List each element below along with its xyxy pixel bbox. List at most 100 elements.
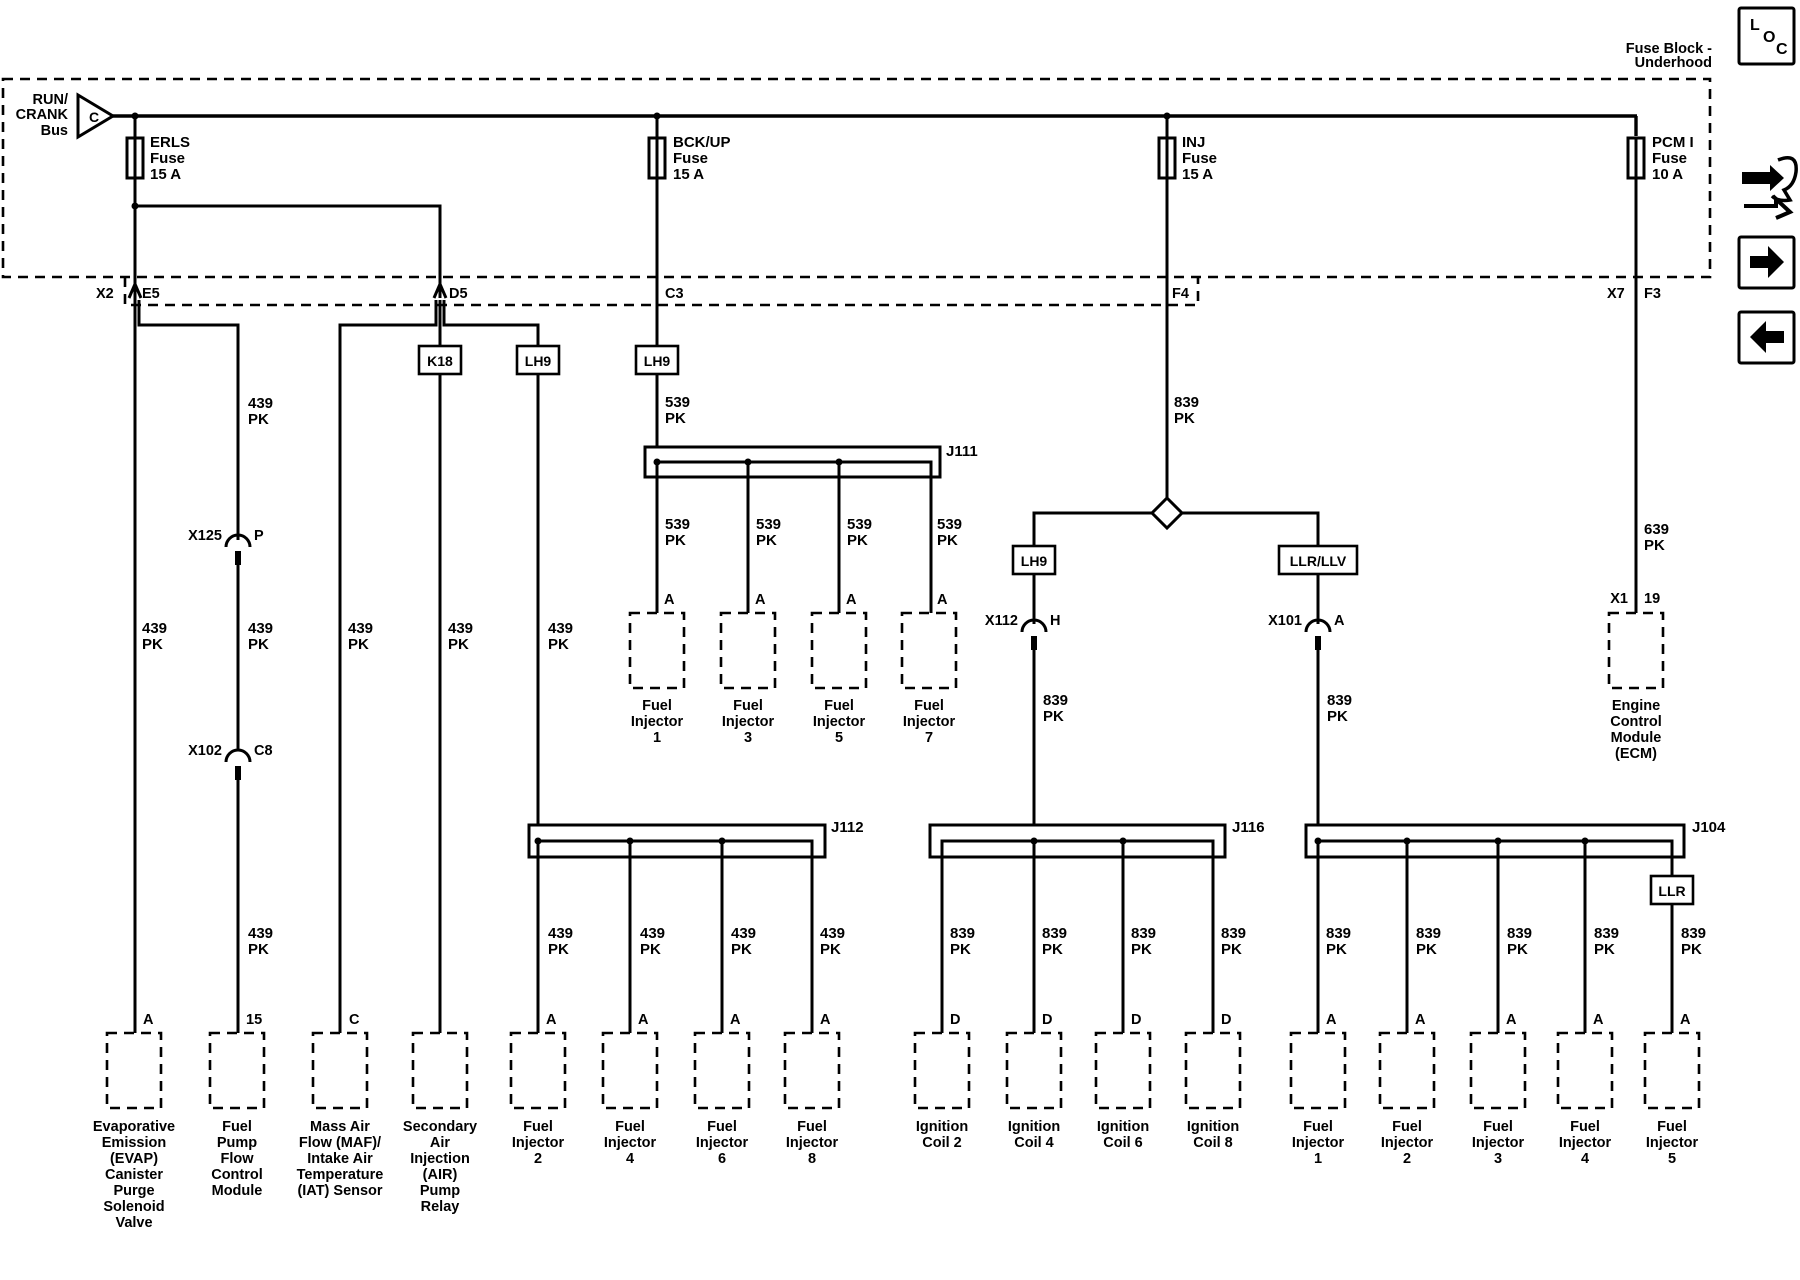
wire-color: PK: [1644, 537, 1665, 554]
component-label: Ignition: [1187, 1119, 1239, 1135]
loc-letter-l: L: [1750, 17, 1760, 34]
pin-label: A: [143, 1012, 154, 1028]
component-label: Evaporative: [93, 1119, 175, 1135]
component-evap-solenoid: A Evaporative Emission (EVAP) Canister P…: [93, 1012, 175, 1231]
component-label: Flow (MAF)/: [299, 1135, 381, 1151]
wire-fuel-pump: [137, 300, 240, 540]
pin-label: A: [846, 592, 857, 608]
wire-code: 839: [1042, 925, 1067, 942]
splice-j104-label: J104: [1692, 819, 1726, 836]
terminal-c3: C3: [665, 286, 684, 302]
terminal-x2: X2: [96, 286, 114, 302]
terminal-d5: D5: [449, 286, 468, 302]
x112-female: [1020, 618, 1048, 633]
wire-code: 539: [847, 516, 872, 533]
component-label: Pump: [420, 1183, 460, 1199]
component-label: Fuel: [642, 698, 672, 714]
component-fuel-injector-4: A Fuel Injector 4: [601, 1012, 659, 1167]
wire-color: PK: [1327, 708, 1348, 725]
pin-label: D: [1131, 1012, 1141, 1028]
run-crank-bus: RUN/ CRANK Bus C: [16, 92, 1638, 140]
previous-page-button[interactable]: [1737, 310, 1796, 365]
component-label: Air: [430, 1135, 451, 1151]
wire-color: PK: [1131, 941, 1152, 958]
split-diamond: [1149, 495, 1185, 531]
wire-color: PK: [665, 532, 686, 549]
fuse-bckup-rating: 15 A: [673, 166, 704, 183]
component-fuel-injector-3-top: A Fuel Injector 3: [719, 592, 777, 746]
component-label: Injector: [722, 714, 775, 730]
component-label: Injector: [1472, 1135, 1525, 1151]
component-fuel-injector-7-top: A Fuel Injector 7: [900, 592, 958, 746]
component-label: Injector: [1381, 1135, 1434, 1151]
component-label: 2: [1403, 1151, 1411, 1167]
fuse-block-title-1: Fuse Block -: [1626, 41, 1712, 57]
component-fuel-pump-flow-control-module: 15 Fuel Pump Flow Control Module: [208, 1012, 266, 1199]
wire-j112-feed: [442, 300, 540, 825]
wire-color: PK: [1681, 941, 1702, 958]
component-air-pump-relay: Secondary Air Injection (AIR) Pump Relay: [403, 1031, 477, 1215]
component-label: Fuel: [222, 1119, 252, 1135]
component-fuel-injector-3-bottom: A Fuel Injector 3: [1469, 1012, 1527, 1167]
wire-code: 839: [1416, 925, 1441, 942]
component-label: Fuel: [1303, 1119, 1333, 1135]
fuse-pcm-rating: 10 A: [1652, 166, 1683, 183]
pin-label: A: [546, 1012, 557, 1028]
wire-color: PK: [665, 410, 686, 427]
component-fuel-injector-4-bottom: A Fuel Injector 4: [1556, 1012, 1614, 1167]
fuse-pcm-label: Fuse: [1652, 150, 1687, 167]
x112-pin: H: [1050, 613, 1060, 629]
wire-color: PK: [348, 636, 369, 653]
component-label: Intake Air: [307, 1151, 373, 1167]
arrow-left-icon: [1750, 321, 1784, 353]
connector-end-view-icon[interactable]: [1742, 156, 1798, 220]
location-button[interactable]: L O C: [1737, 6, 1796, 66]
circuit-bckup: LH9 539 PK J111 539 PK 539 PK 539 PK 539…: [634, 178, 978, 613]
connector-arrow-icon: [1742, 165, 1784, 191]
pin-label: A: [1593, 1012, 1604, 1028]
wire-color: PK: [548, 636, 569, 653]
component-label: (EVAP): [110, 1151, 158, 1167]
fuse-erls-rating: 15 A: [150, 166, 181, 183]
component-label: 5: [835, 730, 843, 746]
next-page-button[interactable]: [1737, 235, 1796, 290]
pin-label: 15: [246, 1012, 262, 1028]
wire-color: PK: [847, 532, 868, 549]
component-fuel-injector-8: A Fuel Injector 8: [783, 1012, 841, 1167]
wire-code: 539: [756, 516, 781, 533]
component-label: 3: [744, 730, 752, 746]
component-label: Fuel: [1483, 1119, 1513, 1135]
fuse-inj-rating: 15 A: [1182, 166, 1213, 183]
option-llr-label: LLR: [1658, 883, 1685, 899]
inline-connector-x125: X125 P: [188, 528, 264, 565]
component-label: Fuel: [733, 698, 763, 714]
component-fuel-injector-5-bottom: A Fuel Injector 5: [1643, 1012, 1701, 1167]
fuse-inj-name: INJ: [1182, 134, 1205, 151]
wire-labels-erls: 439 PK 439 PK 439 PK 439 PK 439 PK 439 P…: [142, 395, 573, 958]
arrow-right-icon: [1750, 246, 1784, 278]
wire-color: PK: [142, 636, 163, 653]
component-label: Coil 6: [1103, 1135, 1142, 1151]
component-ignition-coil-2: D Ignition Coil 2: [913, 1012, 971, 1151]
component-ignition-coil-6: D Ignition Coil 6: [1094, 1012, 1152, 1151]
components-bottom: A Evaporative Emission (EVAP) Canister P…: [93, 1012, 1701, 1231]
pin-label: A: [820, 1012, 831, 1028]
wire-color: PK: [756, 532, 777, 549]
wire-code: 439: [142, 620, 167, 637]
pin-label: A: [1680, 1012, 1691, 1028]
wire-color: PK: [248, 941, 269, 958]
component-label: Module: [212, 1183, 263, 1199]
component-label: 4: [626, 1151, 634, 1167]
wire-color: PK: [731, 941, 752, 958]
wire-maf: [338, 300, 438, 1033]
circuit-inj: 839 PK LH9 LLR/LLV X112 H 839 PK X101 A …: [985, 178, 1359, 841]
wire-color: PK: [1416, 941, 1437, 958]
circuit-erls: [131, 178, 540, 1033]
fuse-block-underhood: Fuse Block - Underhood: [1, 41, 1712, 307]
wire-color: PK: [548, 941, 569, 958]
option-lh9-j111-label: LH9: [644, 353, 671, 369]
component-ecm: Engine Control Module (ECM): [1607, 611, 1665, 762]
wire-code: 839: [1507, 925, 1532, 942]
option-llr: [1649, 874, 1695, 906]
wire-code: 839: [950, 925, 975, 942]
